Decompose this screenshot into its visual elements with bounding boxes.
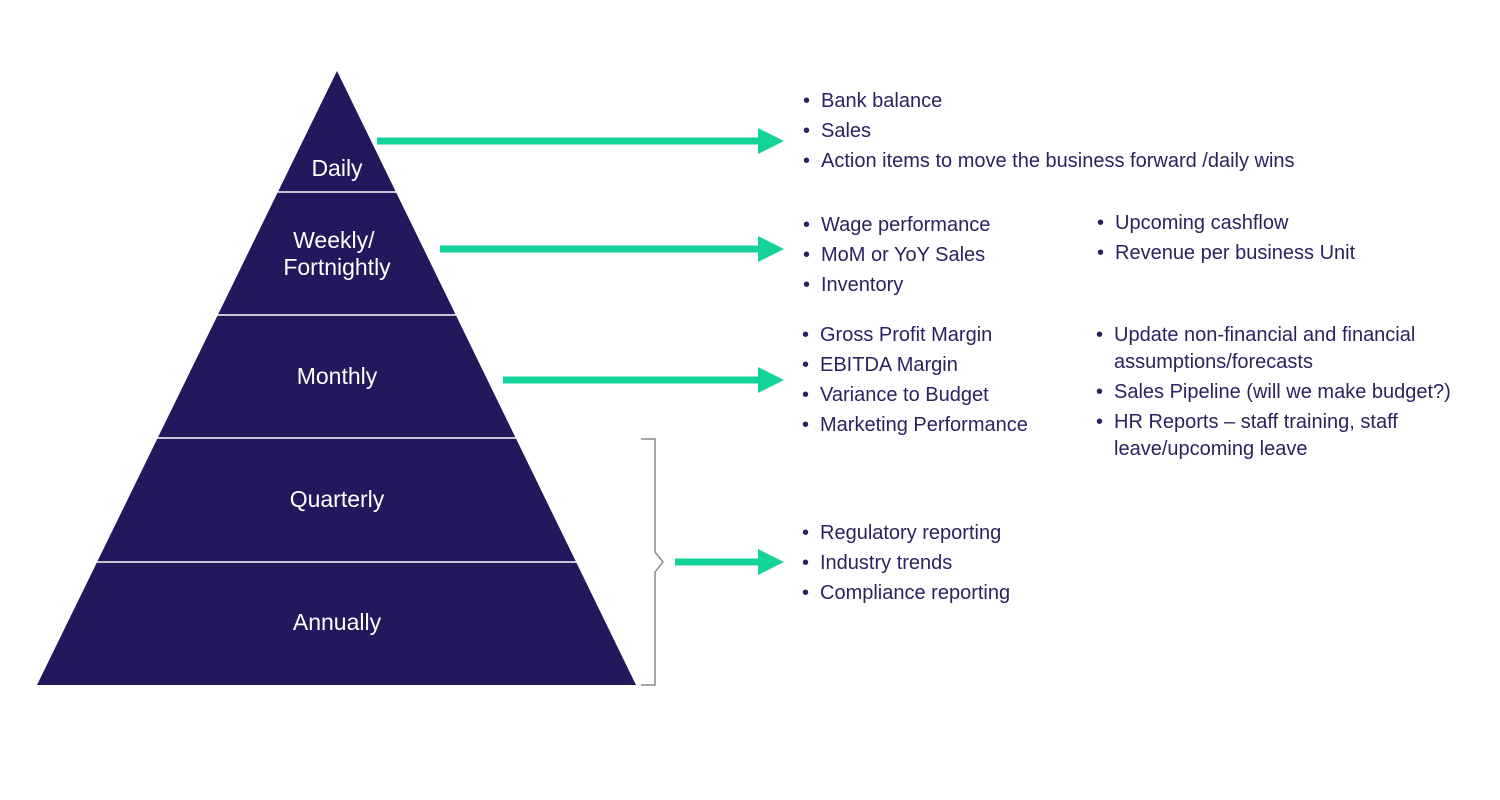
list-item: Compliance reporting	[802, 578, 1010, 608]
list-weekly-left: Wage performance MoM or YoY Sales Invent…	[803, 210, 990, 300]
tier-label-weekly-fortnightly: Weekly/ Fortnightly	[283, 227, 391, 280]
list-monthly-right: Update non-financial and financial assum…	[1096, 322, 1481, 466]
list-item: Wage performance	[803, 210, 990, 240]
list-item: Industry trends	[802, 548, 1010, 578]
list-item: Regulatory reporting	[802, 518, 1010, 548]
list-item: EBITDA Margin	[802, 350, 1028, 380]
list-quarterly-annual: Regulatory reporting Industry trends Com…	[802, 518, 1010, 608]
list-item: Action items to move the business forwar…	[803, 146, 1295, 176]
list-item: MoM or YoY Sales	[803, 240, 990, 270]
list-item: Upcoming cashflow	[1097, 208, 1355, 238]
arrow-daily	[377, 128, 784, 154]
list-item: Sales	[803, 116, 1295, 146]
list-item: Update non-financial and financial assum…	[1096, 322, 1481, 376]
list-item: Revenue per business Unit	[1097, 238, 1355, 268]
bracket-quarterly-annually	[641, 438, 664, 686]
pyramid	[37, 71, 636, 685]
arrow-weekly	[440, 236, 784, 262]
list-item: Bank balance	[803, 86, 1295, 116]
tier-label-monthly: Monthly	[297, 363, 378, 389]
list-daily: Bank balance Sales Action items to move …	[803, 86, 1295, 176]
list-item: Gross Profit Margin	[802, 320, 1028, 350]
list-item: Marketing Performance	[802, 410, 1028, 440]
list-monthly-left: Gross Profit Margin EBITDA Margin Varian…	[802, 320, 1028, 440]
list-item: Inventory	[803, 270, 990, 300]
list-item: Variance to Budget	[802, 380, 1028, 410]
tier-label-daily: Daily	[311, 155, 363, 181]
list-item: Sales Pipeline (will we make budget?)	[1096, 379, 1481, 406]
tier-label-annually: Annually	[293, 609, 382, 635]
list-item: HR Reports – staff training, staff leave…	[1096, 409, 1481, 463]
list-weekly-right: Upcoming cashflow Revenue per business U…	[1097, 208, 1355, 268]
tier-label-quarterly: Quarterly	[290, 486, 385, 512]
arrow-monthly	[503, 367, 784, 393]
arrow-quarterly-annually	[675, 549, 784, 575]
